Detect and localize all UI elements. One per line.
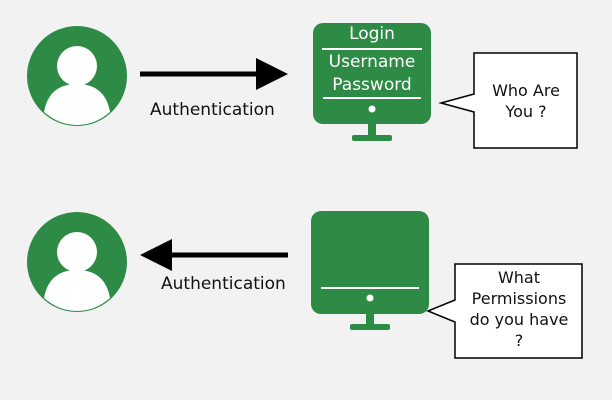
user-avatar-icon <box>27 212 127 312</box>
login-title: Login <box>349 24 395 44</box>
bubble-line: do you have <box>469 310 569 329</box>
bubble-line: Permissions <box>471 289 567 308</box>
user-avatar-icon <box>27 26 127 126</box>
top-arrow-label: Authentication <box>150 100 275 120</box>
speech-bubble-icon <box>438 52 578 149</box>
monitor-icon <box>311 211 429 330</box>
top-bubble-text: Who Are You ? <box>492 81 560 121</box>
bubble-line: ? <box>514 331 524 350</box>
monitor-icon <box>313 23 431 141</box>
password-label: Password <box>332 75 412 95</box>
bottom-bubble-text: What Permissions do you have ? <box>458 267 580 351</box>
speech-bubble-icon <box>426 263 583 359</box>
bottom-arrow-label: Authentication <box>161 274 286 294</box>
username-label: Username <box>328 52 416 72</box>
arrow-right-icon <box>140 58 288 90</box>
arrow-left-icon <box>140 239 288 271</box>
bubble-line: What <box>497 268 541 287</box>
